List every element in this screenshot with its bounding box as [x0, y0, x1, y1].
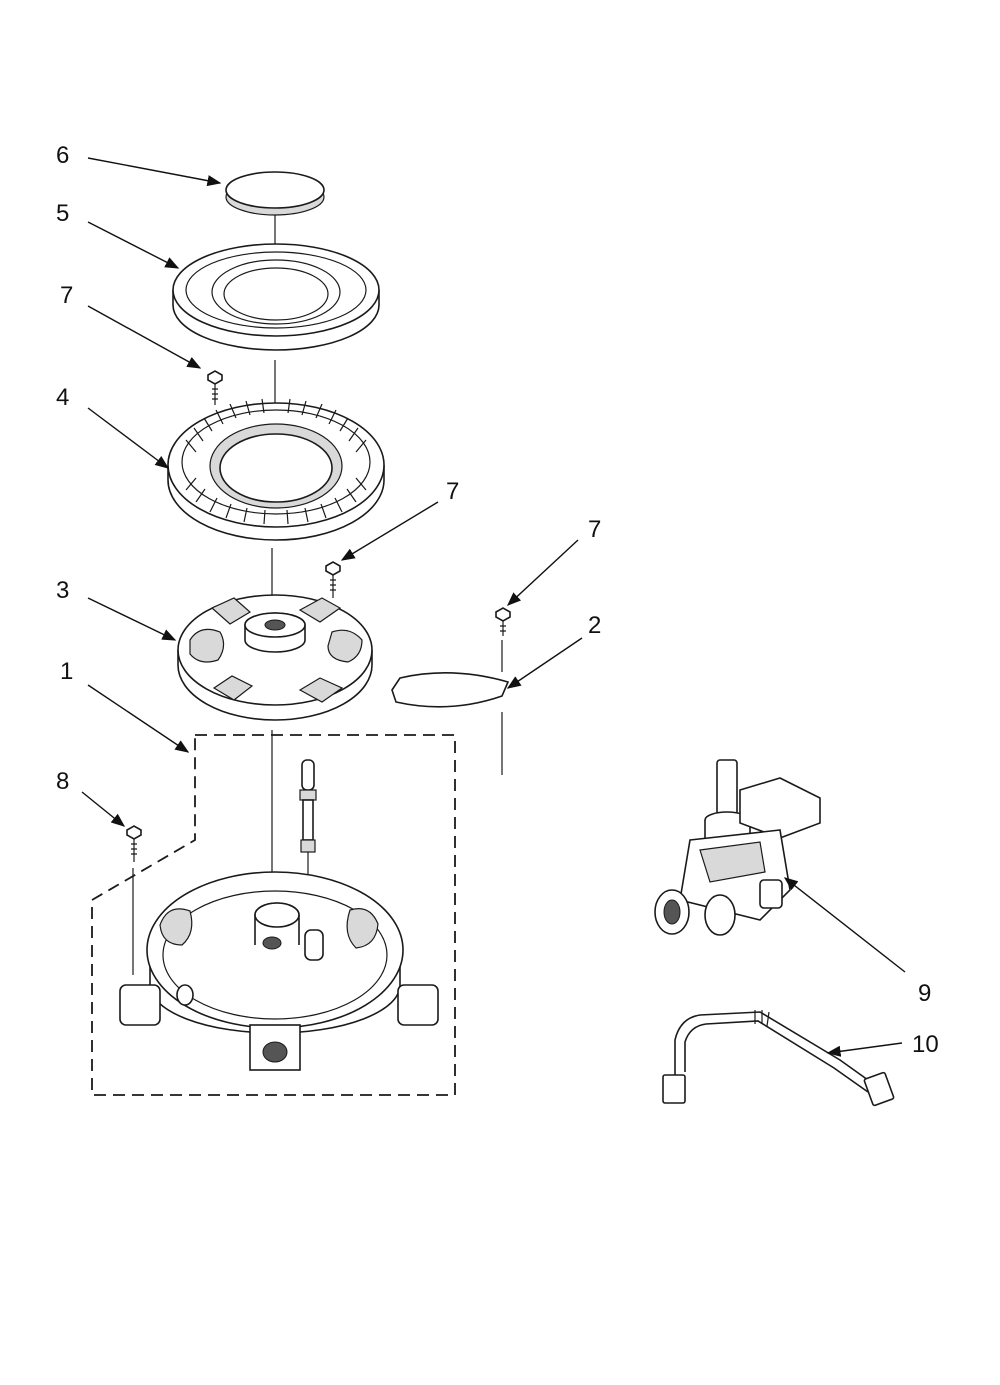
gas-tube	[662, 1010, 895, 1107]
gas-valve	[654, 759, 821, 936]
leader-line-7b	[340, 501, 439, 561]
callout-5: 5	[56, 200, 70, 227]
electrode-rod	[299, 759, 317, 935]
callout-3: 3	[56, 577, 70, 604]
callout-7: 7	[446, 478, 460, 505]
leader-line-4	[87, 407, 170, 469]
leader-line-7c	[506, 539, 579, 606]
callout-1: 1	[60, 658, 74, 685]
callout-9: 9	[918, 980, 932, 1007]
callout-10: 10	[912, 1031, 939, 1058]
callout-2: 2	[588, 612, 602, 639]
callout-7: 7	[588, 516, 602, 543]
screw	[495, 607, 511, 636]
leader-line-6	[87, 157, 222, 187]
screw	[126, 825, 142, 975]
callout-4: 4	[56, 384, 70, 411]
leader-line-1	[87, 684, 190, 753]
leader-line-5	[87, 221, 180, 269]
burner-housing	[119, 871, 439, 1071]
leader-line-10	[826, 1042, 903, 1057]
callout-8: 8	[56, 768, 70, 795]
kit-boundary-outline	[91, 734, 456, 1096]
burner-base	[167, 398, 385, 541]
burner-cap	[225, 171, 325, 216]
leader-line-8	[81, 791, 126, 827]
burner-support-plate	[177, 594, 373, 721]
leader-line-2	[506, 637, 583, 689]
cover-plate	[391, 640, 510, 775]
leader-line-7a	[87, 305, 202, 369]
leader-line-9	[783, 877, 906, 973]
leader-line-3	[87, 597, 177, 641]
screw	[325, 561, 341, 598]
burner-ring	[172, 243, 380, 351]
screw	[207, 370, 223, 405]
callout-6: 6	[56, 142, 70, 169]
callout-7: 7	[60, 282, 74, 309]
